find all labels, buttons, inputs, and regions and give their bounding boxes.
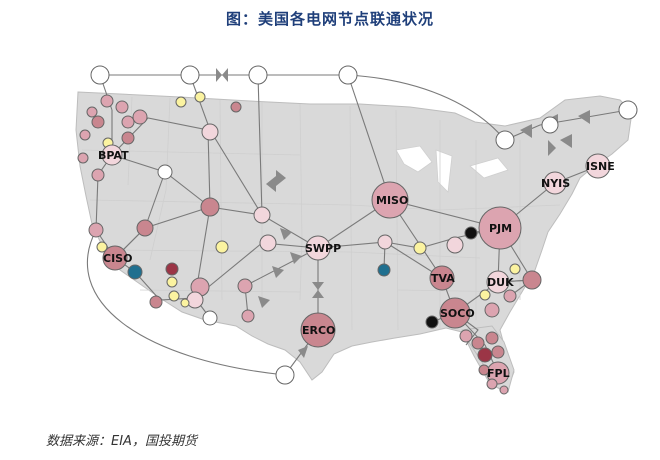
node-pink bbox=[459, 329, 473, 343]
node-white bbox=[202, 310, 218, 326]
tie-marker bbox=[560, 110, 590, 148]
node-yellow bbox=[180, 298, 190, 308]
tie-marker bbox=[216, 68, 228, 82]
node-mauve bbox=[91, 115, 105, 129]
node-yellow bbox=[194, 91, 206, 103]
nodes bbox=[77, 65, 638, 395]
label-fpl: FPL bbox=[487, 367, 510, 380]
node-yellow bbox=[175, 96, 187, 108]
node-mauve bbox=[121, 131, 135, 145]
node-teal bbox=[127, 264, 143, 280]
node-mauve bbox=[522, 270, 542, 290]
node-pink bbox=[503, 289, 517, 303]
node-pink bbox=[241, 309, 255, 323]
node-mauve bbox=[230, 101, 242, 113]
node-light-pink bbox=[377, 234, 393, 250]
node-pink bbox=[79, 129, 91, 141]
label-ciso: CISO bbox=[103, 252, 132, 265]
label-erco: ERCO bbox=[302, 324, 335, 337]
tie-marker bbox=[258, 266, 284, 308]
node-teal bbox=[377, 263, 391, 277]
tie-marker bbox=[312, 282, 324, 298]
node-white bbox=[338, 65, 358, 85]
label-miso: MISO bbox=[376, 194, 408, 207]
node-pink bbox=[115, 100, 129, 114]
node-white bbox=[180, 65, 200, 85]
node-light-pink bbox=[101, 144, 123, 166]
node-pink bbox=[77, 152, 89, 164]
node-white bbox=[90, 65, 110, 85]
node-yellow bbox=[168, 290, 180, 302]
node-black bbox=[464, 226, 478, 240]
node-yellow bbox=[479, 289, 491, 301]
node-mauve bbox=[300, 312, 336, 348]
node-pink bbox=[499, 385, 509, 395]
node-pink bbox=[86, 106, 98, 118]
label-duk: DUK bbox=[487, 276, 514, 289]
node-pink bbox=[132, 109, 148, 125]
node-light-pink bbox=[253, 206, 271, 224]
node-yellow bbox=[215, 240, 229, 254]
node-pink bbox=[88, 222, 104, 238]
node-mauve bbox=[478, 364, 490, 376]
node-mauve bbox=[429, 265, 455, 291]
great-lakes bbox=[395, 145, 509, 193]
tie-marker bbox=[280, 228, 302, 264]
node-white bbox=[248, 65, 268, 85]
label-bpat: BPAT bbox=[98, 149, 129, 162]
tie-marker bbox=[298, 346, 308, 358]
node-light-pink bbox=[186, 291, 204, 309]
node-mauve bbox=[471, 336, 485, 350]
tie-marker bbox=[548, 140, 556, 156]
node-mauve bbox=[485, 331, 499, 345]
node-mauve bbox=[102, 245, 128, 271]
label-soco: SOCO bbox=[440, 307, 475, 320]
node-mauve bbox=[491, 345, 505, 359]
node-light-pink bbox=[543, 171, 567, 195]
node-mauve bbox=[149, 295, 163, 309]
node-mauve bbox=[200, 197, 220, 217]
page-title: 图：美国各电网节点联通状况 bbox=[225, 10, 434, 28]
node-light-pink bbox=[585, 153, 611, 179]
label-pjm: PJM bbox=[489, 222, 512, 235]
node-labels: BPAT CISO SWPP ERCO MISO PJM NYIS ISNE T… bbox=[98, 149, 615, 380]
node-black bbox=[425, 315, 439, 329]
node-dark-red bbox=[165, 262, 179, 276]
node-mauve bbox=[136, 219, 154, 237]
node-pink bbox=[486, 378, 498, 390]
node-white bbox=[541, 116, 559, 134]
node-pink bbox=[91, 168, 105, 182]
node-dark-red bbox=[477, 347, 493, 363]
node-white bbox=[618, 100, 638, 120]
node-light-pink bbox=[446, 236, 464, 254]
node-pink bbox=[100, 94, 114, 108]
node-pink bbox=[371, 181, 409, 219]
node-white bbox=[275, 365, 295, 385]
node-yellow bbox=[509, 263, 521, 275]
node-yellow bbox=[166, 276, 178, 288]
node-mauve bbox=[439, 297, 471, 329]
node-yellow bbox=[96, 241, 108, 253]
node-light-pink bbox=[259, 234, 277, 252]
source-note: 数据来源：EIA，国投期货 bbox=[46, 434, 197, 449]
tie-marker bbox=[266, 170, 286, 192]
label-swpp: SWPP bbox=[305, 242, 341, 255]
node-pink bbox=[484, 302, 500, 318]
node-white bbox=[495, 130, 515, 150]
node-white bbox=[157, 164, 173, 180]
label-nyis: NYIS bbox=[541, 177, 570, 190]
node-light-pink bbox=[305, 235, 331, 261]
node-pink bbox=[121, 115, 135, 129]
node-yellow bbox=[413, 241, 427, 255]
node-light-pink bbox=[201, 123, 219, 141]
node-light-pink bbox=[486, 270, 510, 294]
node-pink bbox=[478, 206, 522, 250]
node-pink bbox=[237, 278, 253, 294]
label-tva: TVA bbox=[431, 272, 455, 285]
us-map-outline bbox=[75, 91, 633, 393]
label-isne: ISNE bbox=[586, 160, 615, 173]
